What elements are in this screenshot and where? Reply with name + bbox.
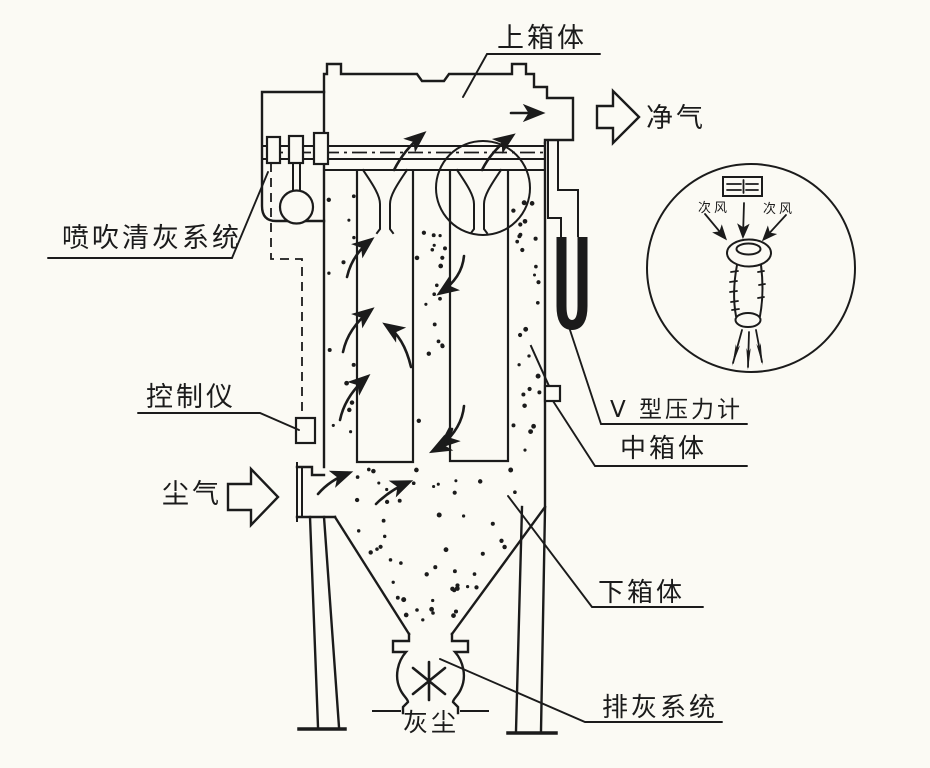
label-lower-box: 下箱体 [598, 578, 685, 608]
u-tube-manometer [529, 139, 588, 403]
pulse-valve-3 [312, 131, 330, 166]
label-secondary-air-right: 次风 [763, 201, 795, 217]
hopper [333, 505, 547, 636]
labels: 上箱体 净气 喷吹清灰系统 控制仪 尘气 V 型压力计 中箱体 下箱体 排灰系统… [62, 23, 795, 737]
pressure-tap-box [543, 384, 562, 403]
label-dusty-gas: 尘气 [162, 479, 222, 510]
inlet-duct [295, 462, 337, 522]
leader-lines [47, 53, 748, 723]
control-signal-line [270, 163, 303, 418]
pulse-valve-1 [265, 135, 282, 165]
clean-gas-arrow [595, 88, 641, 146]
pulse-jet-assembly [260, 90, 330, 445]
label-ash-system: 排灰系统 [602, 693, 718, 723]
pressure-tap-line [529, 344, 551, 388]
inset-exit-arrows [732, 329, 763, 371]
label-upper-box: 上箱体 [497, 23, 587, 54]
label-dust: 灰尘 [403, 708, 459, 737]
flow-arrows [316, 103, 546, 506]
diaphragm-valve-circle [278, 189, 315, 225]
venturi-highlight-circle [435, 140, 531, 236]
label-secondary-air-left: 次风 [698, 200, 730, 216]
label-pulse-system: 喷吹清灰系统 [62, 223, 242, 254]
pulse-valve-2 [287, 134, 305, 165]
support-legs [297, 505, 558, 735]
inset-blow-tube [722, 176, 763, 197]
inset-air-arrows [704, 202, 787, 242]
dusty-gas-arrow [226, 466, 280, 528]
inset-circle [646, 163, 856, 373]
filter-bags [355, 140, 531, 464]
upper-box-outline [322, 62, 575, 145]
label-clean-gas: 净气 [646, 103, 706, 134]
inset-venturi [726, 238, 772, 328]
label-v-pressure-gauge: V 型压力计 [610, 397, 743, 423]
rotary-valve-asterisk [411, 660, 447, 702]
label-middle-box: 中箱体 [620, 434, 707, 464]
controller-box [294, 416, 317, 445]
discharge-valve [372, 632, 489, 715]
venturi-detail-inset [646, 163, 856, 373]
air-tank [260, 90, 326, 223]
label-controller: 控制仪 [146, 382, 236, 413]
dust-dots [326, 194, 542, 622]
